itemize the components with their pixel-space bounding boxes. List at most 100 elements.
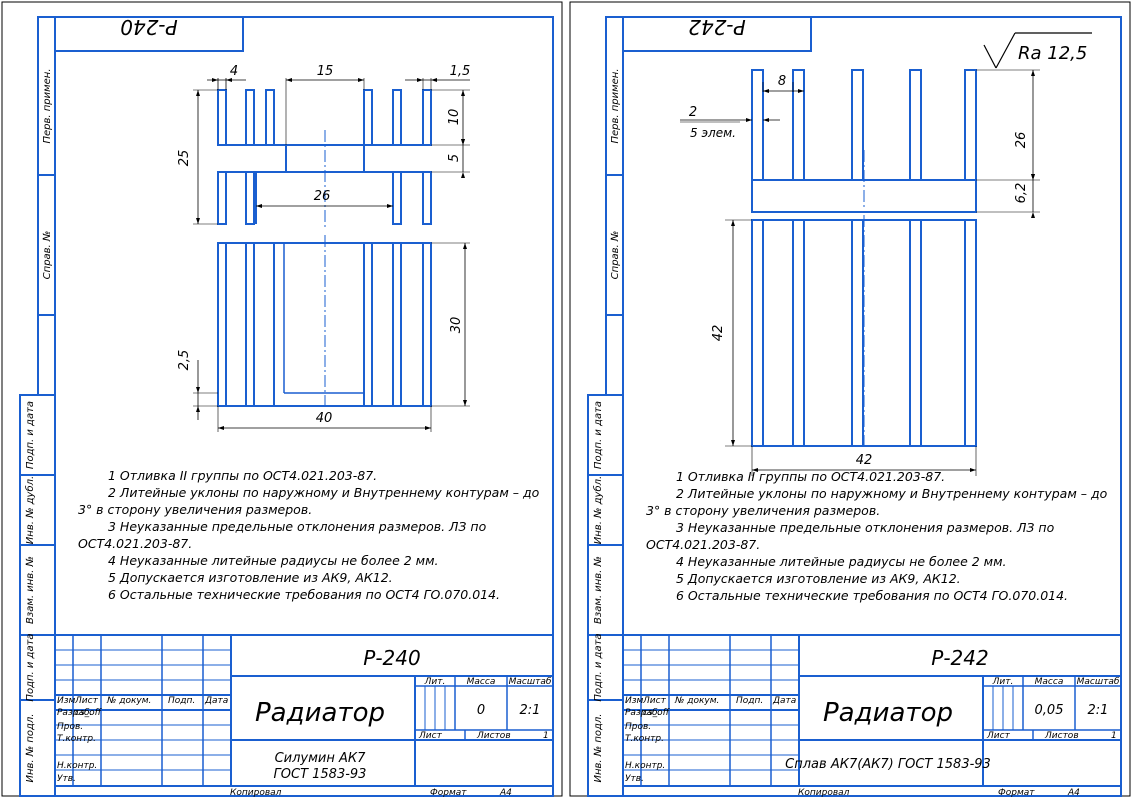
sheet-2-note-6: 4 Неуказанные литейные радиусы не более …	[676, 554, 1007, 569]
sheet-2-mass: 0,05	[1035, 703, 1064, 718]
sheet-1-designation: Р-240	[363, 646, 420, 670]
sheet-1-note-4: 3 Неуказанные предельные отклонения разм…	[108, 519, 487, 534]
tb-label-razrab: Разраб.	[625, 708, 660, 718]
roughness-mark	[995, 32, 1016, 69]
sheet-1-note-7: 5 Допускается изготовление из АК9, АК12.	[108, 570, 393, 585]
fin-outline	[422, 89, 432, 146]
sheet-1-note-8: 6 Остальные технические требования по ОС…	[108, 587, 500, 602]
sheet-1-note-3: 3° в сторону увеличения размеров.	[78, 502, 312, 517]
dimension-arrow	[196, 387, 200, 393]
tb-label-izm: Изм	[625, 696, 644, 706]
fin-outline	[751, 69, 764, 181]
dim-40: 40	[316, 411, 333, 426]
fin-outline	[964, 69, 977, 181]
tb-label-utv: Утв.	[57, 774, 76, 784]
tb-label-ndoc: № докум.	[106, 696, 151, 706]
tb-label-massa: Масса	[1035, 677, 1064, 687]
tb-label-list: Лист	[74, 696, 99, 706]
sheet-1-part-name: Радиатор	[255, 698, 385, 728]
tb-label-masshtab: Масштаб	[509, 677, 552, 687]
sheet-2-note-5: ОСТ4.021.203-87.	[646, 537, 760, 552]
tb-label-razrab: Разраб.	[57, 708, 92, 718]
sheet-2-side-column-top	[605, 16, 624, 396]
dimension-arrow	[752, 468, 758, 472]
dimension-arrow	[431, 78, 437, 82]
tb-label-masshtab: Масштаб	[1077, 677, 1120, 687]
sheet-1-note-6: 4 Неуказанные литейные радиусы не более …	[108, 553, 439, 568]
sheet-1-material-2: ГОСТ 1583-93	[274, 767, 367, 782]
dimension-arrow	[212, 78, 218, 82]
fin-outline	[217, 89, 227, 146]
dimension-arrow	[196, 218, 200, 224]
side-label: Подп. и дата	[593, 633, 604, 701]
side-label: Справ. №	[610, 231, 621, 280]
sheet-2-note-1: 1 Отливка II группы по ОСТ4.021.203-87.	[676, 469, 945, 484]
dimension-arrow	[226, 78, 232, 82]
sheet-2-note-4: 3 Неуказанные предельные отклонения разм…	[676, 520, 1055, 535]
fin-outline	[392, 89, 402, 146]
tb-label-massa: Масса	[467, 677, 496, 687]
sheet-2-scale: 2:1	[1088, 703, 1109, 718]
dim-1-5: 1,5	[450, 64, 471, 79]
tb-label-listov-n: 1	[1111, 731, 1117, 741]
dim-30: 30	[449, 317, 464, 334]
tb-label-list: Лист	[642, 696, 667, 706]
sheet-2-note-7: 5 Допускается изготовление из АК9, АК12.	[676, 571, 961, 586]
sheet-2-note-8: 6 Остальные технические требования по ОС…	[676, 588, 1068, 603]
side-label: Подп. и дата	[25, 401, 36, 469]
side-label: Инв. № подл.	[25, 714, 36, 783]
tb-label-listov: Листов	[476, 731, 511, 741]
sheet-1-material-1: Силумин АК7	[275, 751, 367, 766]
tb-label-ndoc: № докум.	[674, 696, 719, 706]
tb-label-list2: Лист	[986, 731, 1011, 741]
dimension-arrow	[196, 90, 200, 96]
fin-outline	[363, 89, 373, 146]
fin-outline	[909, 69, 922, 181]
sheet-1-side-column-top	[37, 16, 56, 396]
tb-label-format-value: А4	[1067, 788, 1080, 798]
side-label: Взам. инв. №	[25, 556, 36, 624]
dim-42-vertical: 42	[711, 325, 726, 342]
dim-26: 26	[314, 189, 331, 204]
side-label: Инв. № подл.	[593, 714, 604, 783]
dim-5: 5	[447, 154, 462, 162]
dim-15: 15	[317, 64, 334, 79]
dimension-arrow	[461, 172, 465, 178]
tb-label-utv: Утв.	[625, 774, 644, 784]
dimension-arrow	[387, 204, 393, 208]
dim-6-2: 6,2	[1014, 183, 1029, 204]
side-label: Инв. № дубл.	[592, 476, 604, 544]
tb-label-nkontr: Н.контр.	[57, 761, 97, 771]
tb-label-listov-n: 1	[543, 731, 549, 741]
tb-label-nkontr: Н.контр.	[625, 761, 665, 771]
sheet-2-stamp-text: Р-242	[688, 15, 745, 39]
fin-outline	[245, 171, 255, 225]
dim-25: 25	[177, 150, 192, 167]
dimension-arrow	[1031, 212, 1035, 218]
fin-outline	[851, 69, 864, 181]
tb-label-podp: Подп.	[736, 696, 763, 706]
dimension-arrow	[798, 89, 804, 93]
tb-label-format: Формат	[430, 788, 467, 798]
sheet-1-stamp-text: Р-240	[120, 15, 177, 39]
tb-label-izm: Изм	[57, 696, 76, 706]
sheet-2-note-2: 2 Литейные уклоны по наружному и Внутрен…	[676, 486, 1108, 501]
side-label: Взам. инв. №	[593, 556, 604, 624]
fin-outline	[392, 171, 402, 225]
side-label: Инв. № дубл.	[24, 476, 36, 544]
tb-label-listov: Листов	[1044, 731, 1079, 741]
dim-26: 26	[1014, 132, 1029, 149]
fin-outline	[245, 89, 255, 146]
dim-2-5: 2,5	[177, 350, 192, 371]
dimension-arrow	[425, 426, 431, 430]
dim-42-horizontal: 42	[856, 453, 873, 468]
sheet-2-material-1: Сплав АК7(АК7) ГОСТ 1583-93	[785, 757, 991, 772]
tb-label-data: Дата	[772, 696, 796, 706]
dim-4: 4	[230, 64, 238, 79]
tb-label-kopiroval: Копировал	[798, 788, 850, 798]
sheet-1-mass: 0	[477, 703, 485, 718]
tb-label-tkontr: Т.контр.	[625, 734, 664, 744]
sheet-1-note-2: 2 Литейные уклоны по наружному и Внутрен…	[108, 485, 540, 500]
dimension-arrow	[463, 243, 467, 249]
